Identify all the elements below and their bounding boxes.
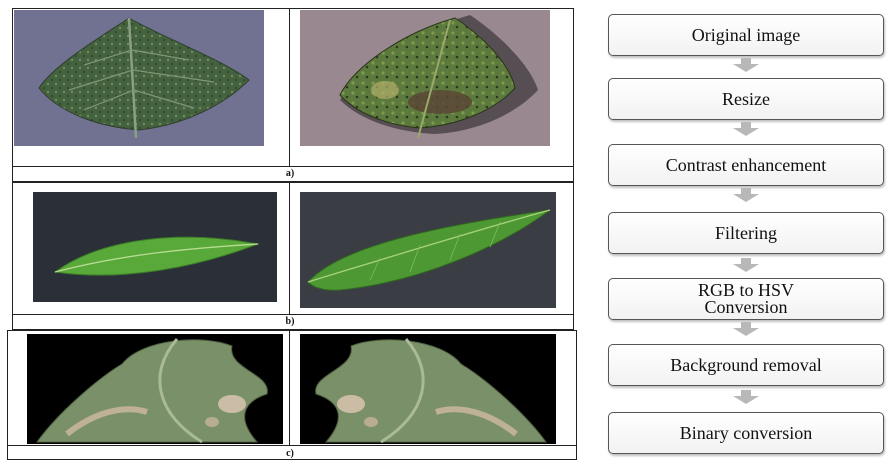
panel-c-caption-line [7,445,577,446]
down-arrow-icon [733,58,759,72]
step-resize: Resize [608,78,884,120]
step-contrast-enhancement: Contrast enhancement [608,144,884,186]
panel-a-caption-line [12,166,574,167]
healthy-angled-leaf-image [300,192,556,308]
step-background-removal: Background removal [608,344,884,386]
down-arrow-icon [733,322,759,336]
healthy-textured-leaf-image [14,10,264,146]
diseased-leaf-mirrored-image [300,334,556,444]
diseased-textured-leaf-image [300,10,550,146]
down-arrow-icon [733,188,759,202]
panel-a-divider [289,8,290,166]
panel-a-caption: a) [270,168,310,179]
panel-b-caption: b) [270,316,310,327]
step-rgb-to-hsv-conversion: RGB to HSV Conversion [608,278,884,320]
step-filtering: Filtering [608,212,884,254]
panel-c-caption: c) [270,448,310,459]
down-arrow-icon [733,390,759,404]
step-binary-conversion: Binary conversion [608,412,884,454]
down-arrow-icon [733,122,759,136]
healthy-smooth-leaf-image [33,192,277,302]
panel-c-divider [289,330,290,445]
panel-b-caption-line [12,314,574,315]
down-arrow-icon [733,258,759,272]
panel-b-divider [289,182,290,314]
diseased-leaf-left-image [27,334,283,444]
step-original-image: Original image [608,14,884,56]
